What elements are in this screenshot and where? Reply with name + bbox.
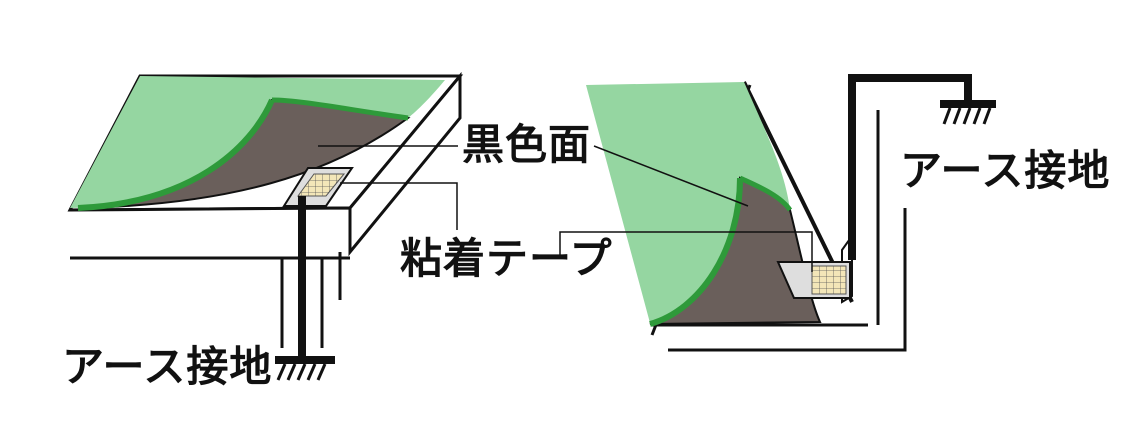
ground-wire-right <box>848 74 972 260</box>
label-earth-ground-right: アース接地 <box>900 146 1111 195</box>
leader-tape-left <box>340 182 458 230</box>
ground-wire-left <box>298 196 306 358</box>
leader-black-surface-right <box>593 145 749 207</box>
label-black-surface: 黒色面 <box>462 120 592 169</box>
right-floor-illustration <box>559 74 996 352</box>
mat-green-surface-right <box>586 82 790 323</box>
label-earth-ground-left: アース接地 <box>62 342 273 391</box>
tape-grid-left <box>297 173 346 197</box>
desk-front-edge <box>70 208 350 252</box>
tape-grid-right <box>811 265 847 295</box>
desk-side-edge <box>348 71 462 257</box>
label-adhesive-tape: 粘着テープ <box>400 234 613 283</box>
left-desk-illustration <box>67 71 464 381</box>
leader-tape-right <box>559 231 813 272</box>
ground-symbol-right <box>940 100 996 125</box>
ground-symbol-left <box>275 356 335 381</box>
